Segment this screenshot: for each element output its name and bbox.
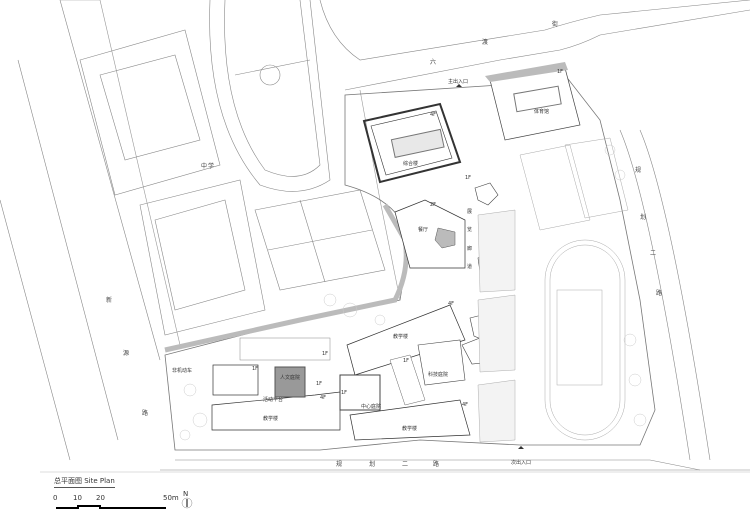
scale-tick-50m: 50m [163,494,179,502]
art-court-label: 人文庭院 [280,375,301,381]
floor-tag: 1F [341,390,348,396]
gallery-char-4: 道 [467,264,473,270]
gym-label: 体育馆 [534,109,550,115]
gym-floors: 1F [557,69,564,75]
road-south-char-2: 划 [369,461,376,468]
road-west-char-1: 新 [106,297,113,304]
road-west-char-2: 源 [123,350,130,357]
floor-tag: 1F [465,175,472,181]
neighbor-school-label: 中学 [201,163,216,170]
road-north-char-1: 六 [430,59,437,66]
road-north-char-3: 街 [552,21,559,28]
central-court-label: 中心庭院 [361,404,382,410]
floor-tag: 1F [316,381,323,387]
floor-tag: 1F [403,358,410,364]
road-east-char-2: 划 [640,214,647,221]
road-east-char-4: 路 [656,290,663,297]
teaching-west-label: 教学楼 [263,416,279,422]
dormitory-floors: 4F [430,112,437,118]
activity-platform-label: 活动平台 [263,397,284,403]
scale-tick-10: 10 [73,494,82,502]
floor-tag: 1F [252,366,259,372]
main-entrance-label: 主出入口 [448,79,469,85]
canteen-floors: 2F [430,202,437,208]
floor-tag: 1F [322,351,329,357]
road-south-char-4: 路 [433,461,440,468]
road-south-char-1: 规 [336,461,343,468]
road-south-char-3: 二 [402,461,409,468]
canteen-label: 餐厅 [418,227,429,233]
gallery-char-3: 廊 [467,246,473,252]
gallery-char-1: 展 [467,209,473,215]
teaching-west-floors: 4F [320,395,327,401]
secondary-entrance-label: 次出入口 [511,460,532,466]
teaching-north-label: 教学楼 [393,334,409,340]
bike-shed-label: 非机动车 [172,368,193,374]
teaching-north-floors: 4F [448,301,455,307]
scale-tick-20: 20 [96,494,105,502]
science-court-label: 科技庭院 [428,372,449,378]
scale-tick-0: 0 [53,494,58,502]
road-west-char-3: 路 [142,410,149,417]
dormitory-label: 综合楼 [403,161,419,167]
gallery-char-2: 览 [467,227,473,233]
teaching-south-label: 教学楼 [402,426,418,432]
road-east-char-1: 规 [635,167,642,174]
road-east-char-3: 二 [650,250,657,257]
road-north-char-2: 渡 [482,39,489,46]
plan-caption: 总平面图 Site Plan [54,476,115,488]
north-arrow-label: N [183,490,189,498]
teaching-south-floors: 4F [462,402,469,408]
